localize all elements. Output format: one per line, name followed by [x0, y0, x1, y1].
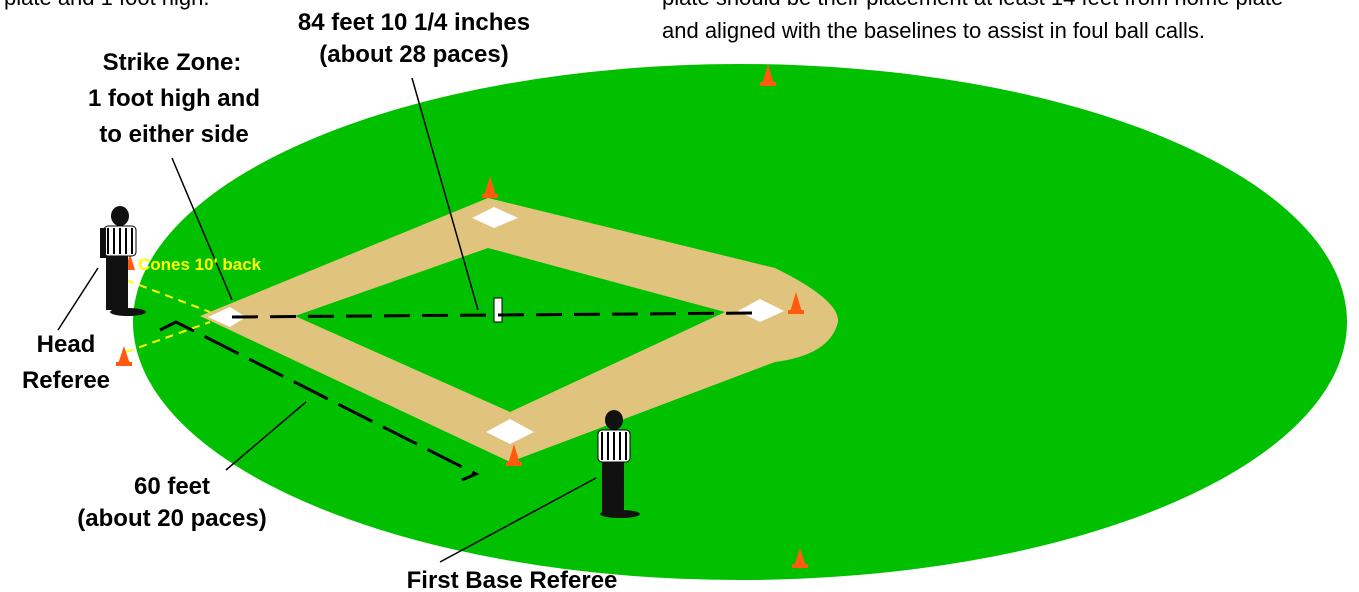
cones-note-label: Cones 10' back	[138, 255, 262, 274]
cone-icon	[116, 346, 132, 366]
top-right-text-line2: and aligned with the baselines to assist…	[662, 18, 1205, 43]
diagonal-distance-label: 84 feet 10 1/4 inches	[298, 9, 530, 36]
strike-zone-label: Strike Zone:	[103, 49, 242, 76]
strike-zone-sublabel-2: to either side	[99, 121, 248, 148]
first-base-referee-label: First Base Referee	[407, 567, 618, 592]
diagonal-distance-sublabel: (about 28 paces)	[319, 41, 508, 68]
top-left-partial-text: plate and 1 foot high.	[4, 0, 210, 10]
top-right-text-line1: plate should be their placement at least…	[662, 0, 1283, 10]
strike-zone-sublabel-1: 1 foot high and	[88, 85, 260, 112]
baseline-distance-sublabel: (about 20 paces)	[77, 505, 266, 532]
head-referee-sublabel: Referee	[22, 367, 110, 394]
baseline-distance-label: 60 feet	[134, 473, 210, 500]
head-referee-label: Head	[37, 331, 96, 358]
pitching-strip-icon	[494, 298, 502, 322]
head-referee-leader	[58, 268, 98, 330]
